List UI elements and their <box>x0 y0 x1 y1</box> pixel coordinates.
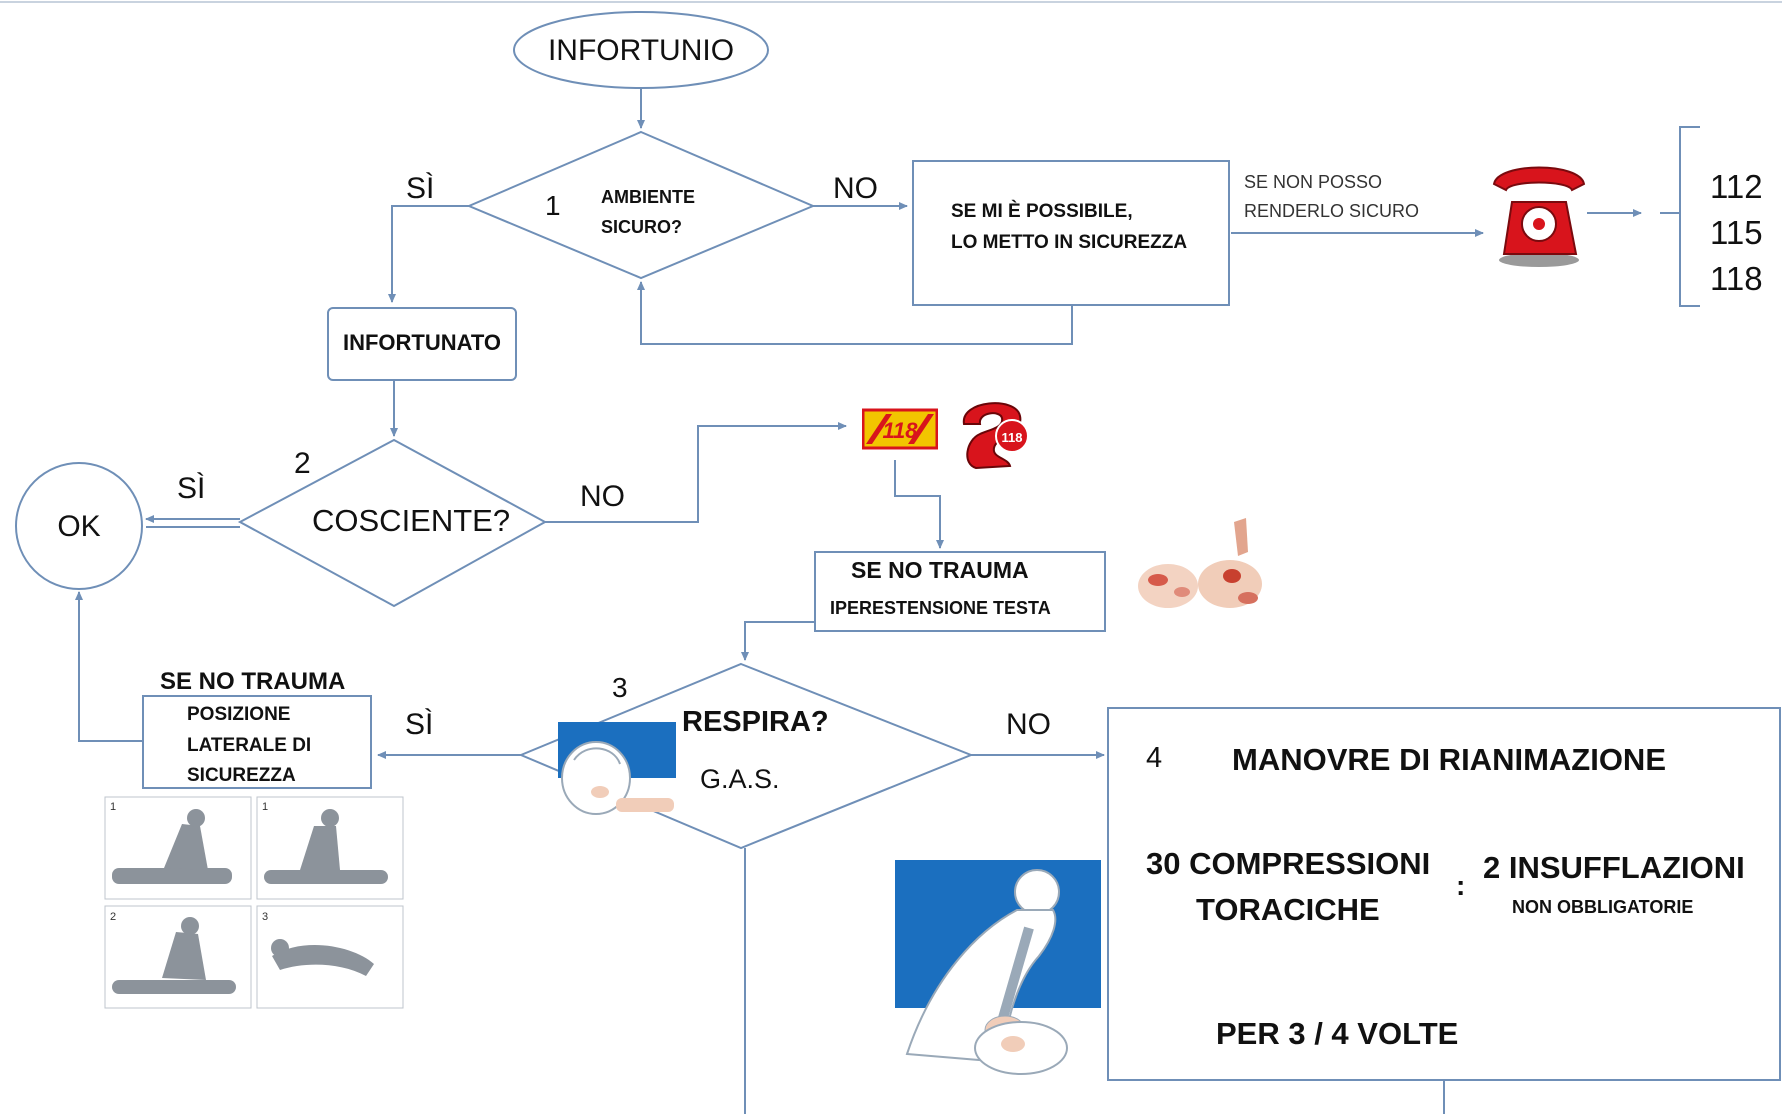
cannot-secure-line1: SE NON POSSO <box>1244 172 1383 192</box>
red-telephone-icon <box>1492 156 1586 267</box>
head-tilt-line2: IPERESTENSIONE TESTA <box>830 598 1051 618</box>
emergency-number-112: 112 <box>1710 168 1763 205</box>
decision-2-diamond <box>237 438 548 608</box>
decision-1-yes-label: SÌ <box>406 172 435 205</box>
cpr-illustration <box>895 860 1101 1078</box>
decision-1-text-line1: AMBIENTE <box>601 187 695 207</box>
edge-q2-no <box>545 422 847 523</box>
numbers-bracket <box>1679 126 1700 307</box>
injured-box <box>327 307 517 381</box>
lateral-title: SE NO TRAUMA <box>160 668 346 695</box>
insufflations-note: NON OBBLIGATORIE <box>1512 897 1694 917</box>
compressions-line1: 30 COMPRESSIONI <box>1146 846 1431 881</box>
head-tilt-line1: SE NO TRAUMA <box>851 557 1029 583</box>
lateral-step-number: 3 <box>262 911 268 923</box>
decision-1-diamond <box>466 130 816 280</box>
lateral-position-box <box>142 695 372 789</box>
decision-2-text: COSCIENTE? <box>312 503 511 538</box>
head-tilt-illustration <box>1138 518 1262 608</box>
phone-118-icon: 118 <box>962 402 1029 470</box>
insufflations-label: 2 INSUFFLAZIONI <box>1483 850 1745 885</box>
head-tilt-box <box>814 551 1106 632</box>
decision-2-number: 2 <box>294 447 311 480</box>
decision-3-sub: G.A.S. <box>700 764 780 794</box>
cpr-title: MANOVRE DI RIANIMAZIONE <box>1232 742 1666 777</box>
secure-box-line2: LO METTO IN SICUREZZA <box>951 232 1188 253</box>
lateral-box-line3: SICUREZZA <box>187 765 296 786</box>
ratio-separator: : <box>1456 870 1466 901</box>
repeat-label: PER 3 / 4 VOLTE <box>1216 1016 1459 1051</box>
compressions-line2: TORACICHE <box>1196 892 1380 927</box>
edge-secure-loop <box>637 281 1073 345</box>
edge-lateral-to-ok <box>75 591 142 742</box>
decision-1-text-line2: SICURO? <box>601 217 682 237</box>
decision-3-yes-label: SÌ <box>405 708 434 741</box>
lateral-box-line1: POSIZIONE <box>187 704 291 725</box>
phone-logo-text: 118 <box>1002 430 1023 445</box>
ambulance-118-logo-icon: 118 <box>862 408 938 450</box>
cannot-secure-line2: RENDERLO SICURO <box>1244 201 1420 221</box>
cpr-number: 4 <box>1146 742 1163 774</box>
decision-3-number: 3 <box>612 672 628 703</box>
lateral-step-number: 1 <box>262 801 268 813</box>
ok-circle <box>15 462 143 590</box>
lateral-box-line2: LATERALE DI <box>187 735 312 756</box>
cpr-box <box>1107 707 1781 1081</box>
emergency-number-115: 115 <box>1710 214 1763 251</box>
edge-logo-to-head <box>894 460 944 549</box>
decision-1-number: 1 <box>545 190 561 221</box>
decision-3-no-label: NO <box>1006 708 1051 741</box>
ok-label: OK <box>57 510 101 543</box>
decision-3-text: RESPIRA? <box>682 706 829 738</box>
decision-2-no-label: NO <box>580 480 625 513</box>
injured-label: INFORTUNATO <box>342 330 502 355</box>
edge-q1-yes <box>388 205 469 303</box>
secure-box-line1: SE MI È POSSIBILE, <box>951 201 1133 222</box>
gas-check-illustration <box>558 722 676 815</box>
lateral-step-number: 2 <box>110 911 116 923</box>
lateral-position-illustrations: 1 1 2 3 <box>104 796 404 1009</box>
ambulance-logo-text: 118 <box>882 418 918 443</box>
decision-1-no-label: NO <box>833 172 878 205</box>
decision-2-yes-label: SÌ <box>177 472 206 505</box>
lateral-step-number: 1 <box>110 801 116 813</box>
secure-scene-box <box>912 160 1230 306</box>
emergency-number-118: 118 <box>1710 260 1763 297</box>
edge-head-to-q3 <box>741 621 814 661</box>
start-label: INFORTUNIO <box>547 34 735 67</box>
